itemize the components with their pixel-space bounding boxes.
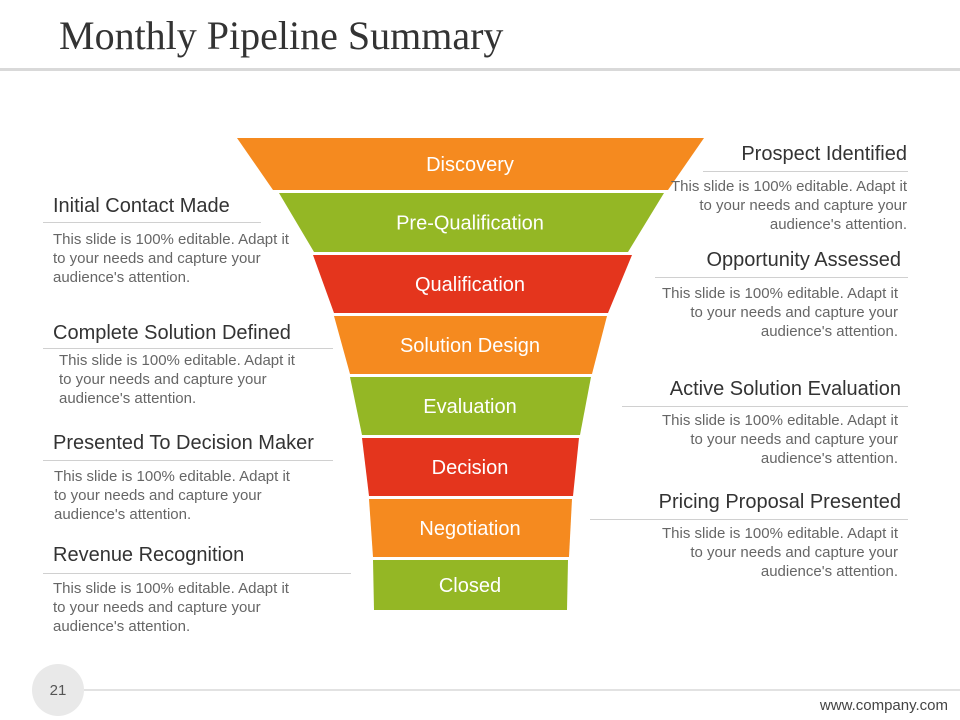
slide-title: Monthly Pipeline Summary [59, 13, 504, 58]
note-body: This slide is 100% editable. Adapt it to… [59, 352, 295, 407]
funnel-stage-closed [373, 560, 568, 610]
funnel-stage-label-evaluation: Evaluation [423, 396, 516, 418]
note-divider [703, 171, 908, 172]
note-body: This slide is 100% editable. Adapt it to… [54, 468, 290, 523]
funnel-stage-negotiation [369, 499, 572, 557]
note-body: This slide is 100% editable. Adapt it to… [53, 580, 289, 635]
footer-divider [84, 689, 960, 691]
funnel-stage-label-qualification: Qualification [415, 274, 525, 296]
note-pricing-proposal-presented: Pricing Proposal Presented This slide is… [621, 490, 901, 581]
title-divider [0, 68, 960, 71]
note-body: This slide is 100% editable. Adapt it to… [662, 285, 898, 340]
page-number-badge: 21 [32, 664, 84, 716]
note-heading: Prospect Identified [741, 143, 907, 165]
note-divider [43, 573, 351, 574]
funnel-stage-label-decision: Decision [432, 457, 509, 479]
funnel-stage-label-solution-design: Solution Design [400, 335, 540, 357]
note-heading: Initial Contact Made [53, 195, 230, 217]
note-opportunity-assessed: Opportunity Assessed This slide is 100% … [621, 248, 901, 341]
note-body: This slide is 100% editable. Adapt it to… [662, 525, 898, 580]
note-heading: Revenue Recognition [53, 544, 245, 566]
note-complete-solution-defined: Complete Solution Defined This slide is … [53, 321, 333, 408]
funnel-stage-evaluation [350, 377, 591, 435]
note-active-solution-evaluation: Active Solution Evaluation This slide is… [621, 377, 901, 468]
funnel-stage-solution-design [334, 316, 607, 374]
funnel-stage-label-closed: Closed [439, 575, 501, 597]
note-divider [43, 348, 333, 349]
note-heading: Presented To Decision Maker [53, 432, 314, 454]
note-divider [590, 519, 908, 520]
note-body: This slide is 100% editable. Adapt it to… [662, 412, 898, 467]
note-heading: Pricing Proposal Presented [658, 491, 901, 513]
funnel-stage-pre-qualification [279, 193, 664, 252]
note-heading: Complete Solution Defined [53, 322, 291, 344]
note-revenue-recognition: Revenue Recognition This slide is 100% e… [53, 543, 333, 636]
note-divider [622, 406, 908, 407]
funnel-stage-decision [362, 438, 579, 496]
note-initial-contact-made: Initial Contact Made This slide is 100% … [53, 194, 333, 287]
page-number: 21 [49, 681, 67, 699]
note-presented-to-decision-maker: Presented To Decision Maker This slide i… [53, 431, 333, 524]
note-divider [43, 222, 261, 223]
note-heading: Opportunity Assessed [706, 249, 901, 271]
funnel-stage-label-discovery: Discovery [426, 154, 514, 176]
funnel-stage-label-negotiation: Negotiation [419, 518, 520, 540]
footer-website: www.company.com [819, 697, 948, 714]
funnel-stage-qualification [313, 255, 632, 313]
note-body: This slide is 100% editable. Adapt it to… [53, 231, 289, 286]
note-body: This slide is 100% editable. Adapt it to… [671, 178, 907, 233]
note-divider [655, 277, 908, 278]
note-divider [43, 460, 333, 461]
funnel-stage-label-pre-qualification: Pre-Qualification [396, 213, 544, 235]
funnel-stage-discovery [237, 138, 704, 190]
note-heading: Active Solution Evaluation [669, 378, 901, 400]
note-prospect-identified: Prospect Identified This slide is 100% e… [627, 142, 907, 234]
